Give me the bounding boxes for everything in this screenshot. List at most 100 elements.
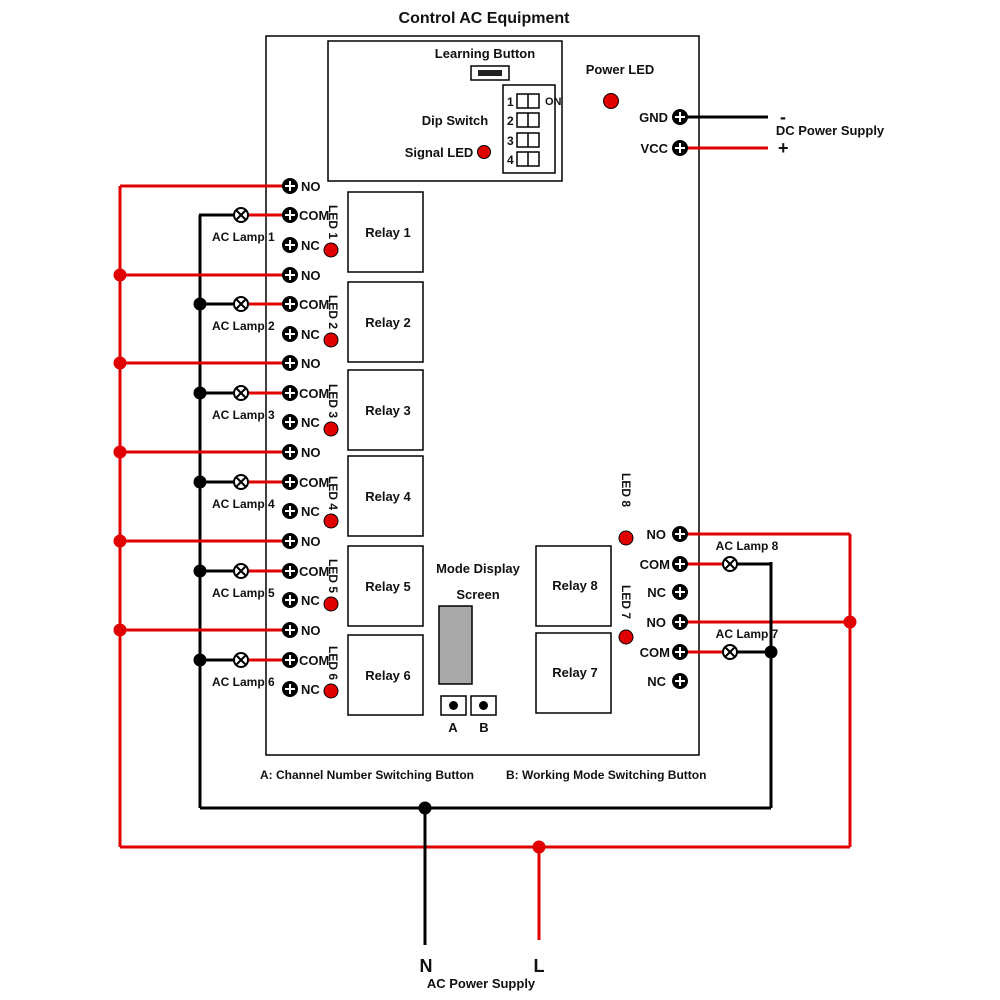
ac-live-label: L — [534, 956, 545, 976]
led-indicator-4 — [323, 513, 339, 529]
live-junction-4 — [113, 445, 127, 459]
caption-button-b: B: Working Mode Switching Button — [506, 768, 706, 782]
no-label-4: NO — [301, 445, 321, 460]
neutral-junction-2 — [193, 297, 207, 311]
gnd-label: GND — [639, 110, 668, 125]
lamp-icon-5 — [233, 563, 249, 579]
lamp-label-1: AC Lamp 1 — [212, 230, 275, 244]
right-live-junction — [843, 615, 857, 629]
neutral-junction-4 — [193, 475, 207, 489]
com-terminal-6 — [282, 652, 298, 668]
relay-box-4 — [347, 455, 424, 537]
nc-label-3: NC — [301, 415, 320, 430]
relay-box-6 — [347, 634, 424, 716]
dip-switch-label: Dip Switch — [422, 113, 489, 128]
no-terminal-1 — [282, 178, 298, 194]
neutral-junction-5 — [193, 564, 207, 578]
com-terminal-2 — [282, 296, 298, 312]
no-terminal-8 — [672, 526, 688, 542]
led-indicator-2 — [323, 332, 339, 348]
relay-label-2: Relay 2 — [365, 315, 411, 330]
relay-label-1: Relay 1 — [365, 225, 411, 240]
com-terminal-1 — [282, 207, 298, 223]
relay-label-7: Relay 7 — [552, 665, 598, 680]
lamp-label-2: AC Lamp 2 — [212, 319, 275, 333]
com-label-2: COM — [299, 297, 329, 312]
mode-display-label-line2: Screen — [456, 587, 499, 602]
no-terminal-3 — [282, 355, 298, 371]
dip-number-4: 4 — [507, 153, 514, 167]
nc-label-6: NC — [301, 682, 320, 697]
com-label-6: COM — [299, 653, 329, 668]
com-label-5: COM — [299, 564, 329, 579]
nc-label-1: NC — [301, 238, 320, 253]
nc-label-4: NC — [301, 504, 320, 519]
relay-label-5: Relay 5 — [365, 579, 411, 594]
signal-led — [477, 145, 491, 159]
com-terminal-7 — [672, 644, 688, 660]
neutral-junction-3 — [193, 386, 207, 400]
nc-terminal-7 — [672, 673, 688, 689]
lamp-icon-2 — [233, 296, 249, 312]
nc-terminal-5 — [282, 592, 298, 608]
no-terminal-4 — [282, 444, 298, 460]
nc-terminal-1 — [282, 237, 298, 253]
no-terminal-6 — [282, 622, 298, 638]
dip-number-1: 1 — [507, 95, 514, 109]
com-label-4: COM — [299, 475, 329, 490]
dip-on-label: ON — [545, 96, 562, 108]
com-label-7: COM — [640, 645, 670, 660]
relay-box-3 — [347, 369, 424, 451]
button-b[interactable] — [470, 695, 497, 716]
no-label-3: NO — [301, 356, 321, 371]
nc-terminal-2 — [282, 326, 298, 342]
right-neutral-junction — [764, 645, 778, 659]
nc-label-5: NC — [301, 593, 320, 608]
button-a-label: A — [448, 720, 458, 735]
dc-power-supply-label: DC Power Supply — [776, 123, 885, 138]
mode-display-label-line1: Mode Display — [436, 561, 521, 576]
learning-button[interactable] — [470, 65, 510, 81]
signal-led-label: Signal LED — [405, 145, 474, 160]
com-terminal-8 — [672, 556, 688, 572]
led-label-2: LED 2 — [326, 295, 340, 329]
terminal-group: NO COM NC AC Lamp 1 NO COM NC AC Lamp 2 NO COM NC A… — [212, 109, 779, 697]
nc-label-8: NC — [647, 585, 666, 600]
live-junction — [532, 840, 546, 854]
led-label-8: LED 8 — [619, 473, 633, 507]
no-label-5: NO — [301, 534, 321, 549]
button-a[interactable] — [440, 695, 467, 716]
gnd-terminal — [672, 109, 688, 125]
neutral-junction-6 — [193, 653, 207, 667]
lamp-icon-1 — [233, 207, 249, 223]
relay-label-6: Relay 6 — [365, 668, 411, 683]
com-label-1: COM — [299, 208, 329, 223]
vcc-terminal — [672, 140, 688, 156]
lamp-label-8: AC Lamp 8 — [716, 539, 779, 553]
lamp-icon-4 — [233, 474, 249, 490]
relay-label-3: Relay 3 — [365, 403, 411, 418]
led-indicator-3 — [323, 421, 339, 437]
no-label-6: NO — [301, 623, 321, 638]
lamp-label-6: AC Lamp 6 — [212, 675, 275, 689]
relay-box-8 — [535, 545, 612, 627]
relay-label-4: Relay 4 — [365, 489, 411, 504]
no-terminal-7 — [672, 614, 688, 630]
nc-label-2: NC — [301, 327, 320, 342]
lamp-label-4: AC Lamp 4 — [212, 497, 275, 511]
com-label-8: COM — [640, 557, 670, 572]
live-junction-5 — [113, 534, 127, 548]
dc-minus-label: - — [780, 107, 786, 127]
led-label-3: LED 3 — [326, 384, 340, 418]
no-terminal-5 — [282, 533, 298, 549]
caption-button-a: A: Channel Number Switching Button — [260, 768, 474, 782]
lamp-icon-6 — [233, 652, 249, 668]
led-label-5: LED 5 — [326, 559, 340, 593]
lamp-label-3: AC Lamp 3 — [212, 408, 275, 422]
com-label-3: COM — [299, 386, 329, 401]
nc-terminal-8 — [672, 584, 688, 600]
learning-button-label: Learning Button — [435, 46, 535, 61]
